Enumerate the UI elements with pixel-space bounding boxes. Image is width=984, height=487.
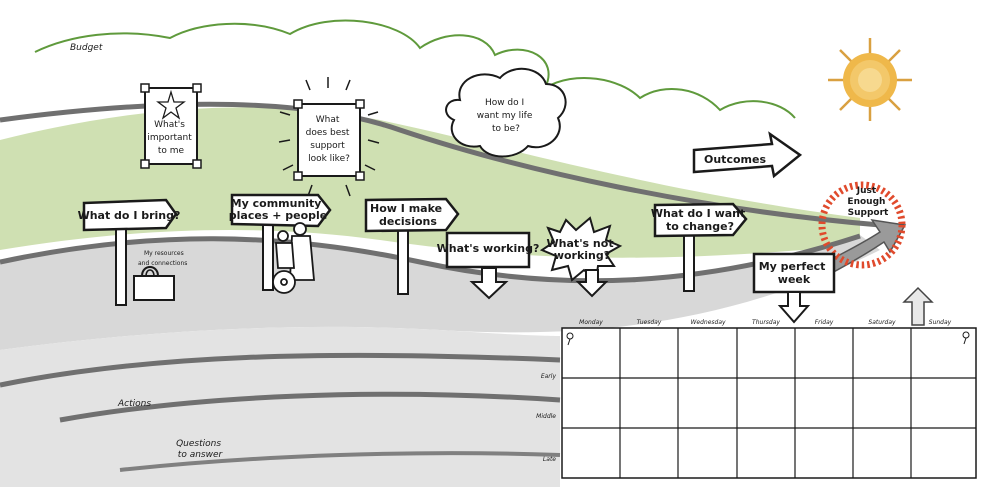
community-line-2: places + people — [229, 209, 327, 222]
actions-label: Actions — [117, 399, 151, 409]
sun-icon — [828, 38, 912, 121]
support-line-3: support — [310, 141, 345, 151]
change-line-2: to change? — [666, 220, 734, 233]
grey-lower-band — [0, 327, 560, 487]
working-label: What's working? — [437, 242, 540, 255]
week-calendar: Monday Tuesday Wednesday Thursday Friday… — [536, 319, 976, 478]
decisions-line-1: How I make — [370, 202, 442, 215]
perfect-week-down-arrow — [780, 292, 808, 322]
day-thursday: Thursday — [752, 319, 780, 326]
support-line-4: look like? — [308, 154, 350, 164]
perfect-week-box: My perfect week — [754, 254, 834, 322]
perfect-week-line-2: week — [778, 273, 811, 286]
target-line-2: Enough — [847, 197, 885, 207]
important-card: What's important to me — [141, 84, 201, 168]
budget-label: Budget — [70, 43, 103, 53]
decisions-line-2: decisions — [379, 215, 437, 228]
row-late: Late — [543, 456, 556, 463]
outcomes-label: Outcomes — [704, 153, 766, 166]
questions-line-1: Questions — [176, 439, 221, 449]
row-early: Early — [541, 373, 557, 380]
svg-text:What's not working?: What's not working? — [547, 237, 618, 262]
svg-text:How I make decisions: How I make decisions — [370, 202, 446, 228]
life-line-3: to be? — [492, 124, 520, 134]
important-line-3: to me — [158, 146, 185, 156]
important-line-2: important — [147, 133, 192, 143]
target-line-1: Just — [856, 186, 877, 196]
questions-line-2: to answer — [178, 450, 224, 460]
day-saturday: Saturday — [868, 319, 896, 326]
not-working-line-2: working? — [554, 249, 610, 262]
life-line-1: How do I — [485, 98, 524, 108]
day-wednesday: Wednesday — [690, 319, 726, 326]
row-middle: Middle — [536, 413, 556, 420]
change-line-1: What do I want — [651, 207, 745, 220]
svg-text:Questions to answer: Questions to answer — [176, 439, 224, 460]
perfect-week-line-1: My perfect — [759, 260, 826, 273]
day-monday: Monday — [579, 319, 603, 326]
target-line-3: Support — [848, 208, 889, 218]
important-line-1: What's — [154, 120, 185, 130]
support-line-1: What — [316, 115, 340, 125]
support-line-2: does best — [306, 128, 350, 138]
sign-bring-label: What do I bring? — [78, 209, 181, 222]
day-tuesday: Tuesday — [637, 319, 662, 326]
resources-line-1: My resources — [144, 250, 184, 257]
day-friday: Friday — [815, 319, 834, 326]
day-sunday: Sunday — [929, 319, 952, 326]
svg-text:My community places + pe: My community places + people — [229, 197, 327, 222]
life-line-2: want my life — [477, 111, 533, 121]
resources-line-2: and connections — [138, 260, 187, 267]
outcomes-arrow: Outcomes — [694, 134, 800, 176]
